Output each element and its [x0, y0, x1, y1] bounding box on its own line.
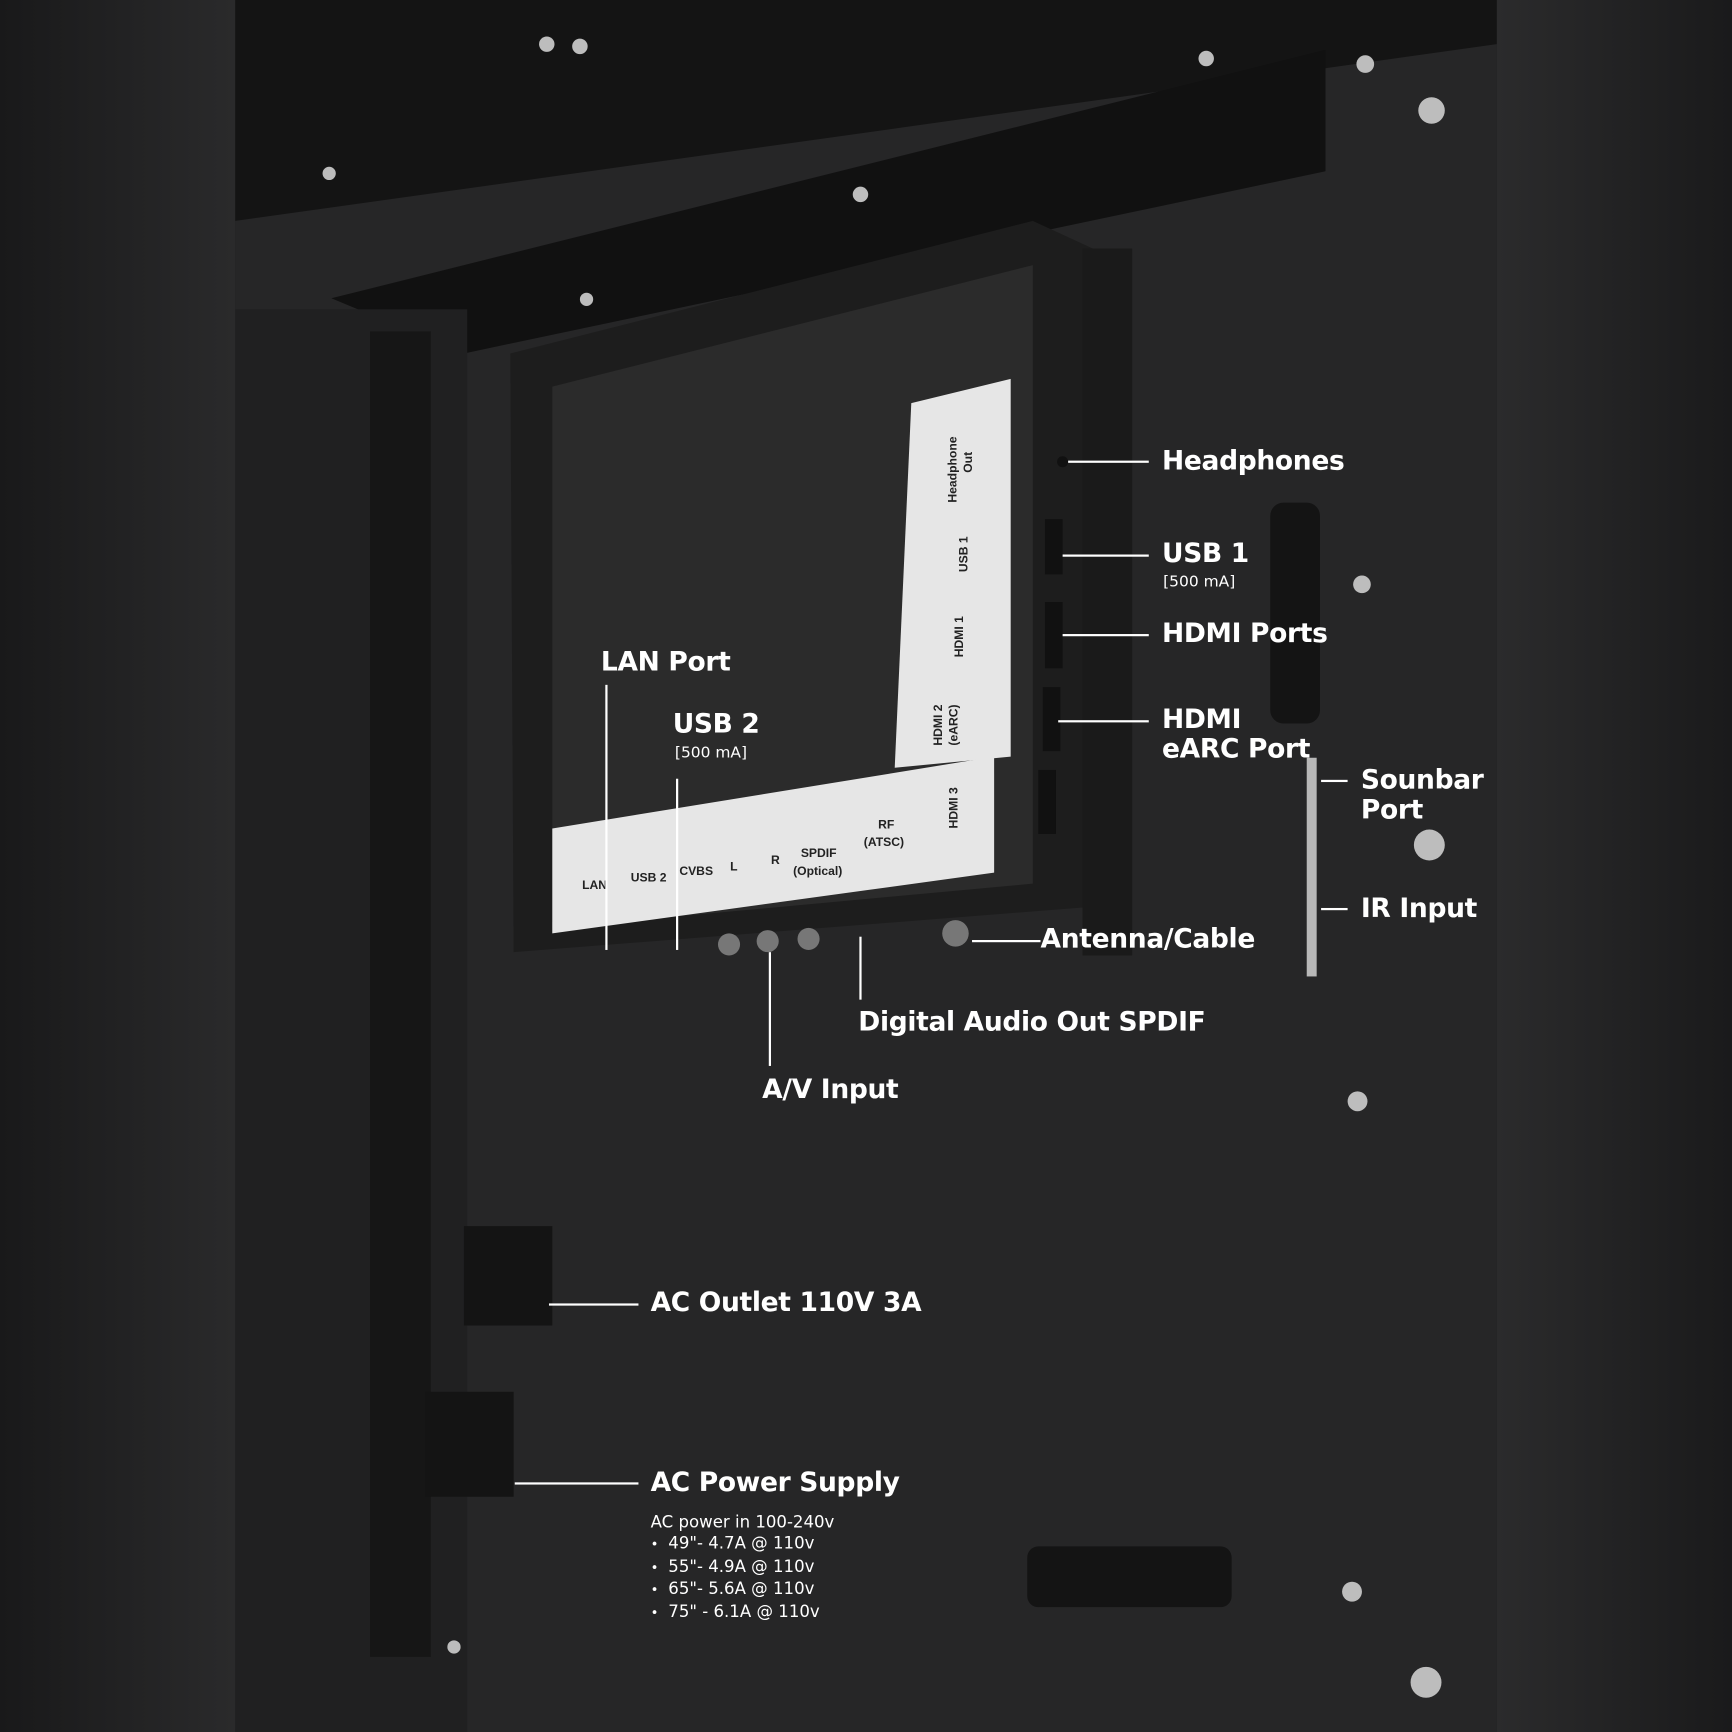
headphone-jack: [1057, 456, 1069, 468]
panel-usb2: USB 2: [631, 870, 667, 884]
side-bracket: [1306, 757, 1317, 977]
callout-usb1-note: [500 mA]: [1163, 573, 1236, 591]
av-leader-line: [768, 952, 772, 1066]
ac-outlet-leader-line: [548, 1303, 639, 1306]
callout-ir-input: IR Input: [1360, 892, 1477, 924]
callout-soundbar-line2: Port: [1360, 794, 1423, 826]
port-label-panel-horizontal: [552, 756, 995, 934]
callout-antenna: Antenna/Cable: [1040, 923, 1256, 955]
panel-usb1: USB 1: [957, 536, 971, 572]
ir-leader-line: [1321, 907, 1348, 911]
panel-cvbs: CVBS: [679, 864, 713, 878]
panel-hdmi2: HDMI 2: [931, 704, 945, 745]
callout-hdmi-earc-line2: eARC Port: [1162, 733, 1311, 765]
panel-rf: RF: [878, 817, 894, 831]
panel-out: Out: [961, 452, 975, 473]
hdmi-ports-leader-line: [1062, 634, 1149, 637]
panel-hdmi3: HDMI 3: [947, 787, 961, 828]
callout-ac-outlet: AC Outlet 110V 3A: [650, 1286, 922, 1318]
ac-power-spec-item: 75" - 6.1A @ 110v: [651, 1601, 819, 1624]
headphones-leader-line: [1068, 460, 1149, 463]
ac-power-spec-item: 65"- 5.6A @ 110v: [651, 1578, 820, 1601]
panel-lan: LAN: [582, 878, 607, 892]
soundbar-leader-line: [1321, 779, 1348, 783]
callout-spdif: Digital Audio Out SPDIF: [858, 1006, 1206, 1038]
callout-headphones: Headphones: [1162, 445, 1345, 477]
port-panel-text: LAN USB 2 CVBS L R SPDIF (Optical) RF (A…: [582, 436, 975, 892]
hdmi-earc-leader-line: [1058, 720, 1149, 723]
antenna-leader-line: [972, 940, 1041, 943]
callout-ac-power: AC Power Supply: [650, 1466, 900, 1498]
callout-usb1: USB 1: [1162, 537, 1249, 569]
ac-power-spec-list: 49"- 4.7A @ 110v 55"- 4.9A @ 110v 65"- 5…: [651, 1533, 820, 1624]
panel-optical: (Optical): [793, 864, 842, 878]
panel-l: L: [730, 859, 738, 873]
ac-power-intro: AC power in 100-240v: [650, 1512, 835, 1533]
callout-hdmi-ports: HDMI Ports: [1162, 617, 1328, 649]
callout-usb2-note: [500 mA]: [674, 744, 748, 763]
callout-soundbar-line1: Sounbar: [1360, 764, 1484, 796]
ac-power-spec-item: 49"- 4.7A @ 110v: [651, 1533, 820, 1556]
usb1-port: [1044, 519, 1063, 575]
panel-hdmi1: HDMI 1: [952, 616, 966, 657]
panel-atsc: (ATSC): [864, 835, 904, 849]
hdmi1-port: [1044, 602, 1063, 669]
hdmi2-port: [1042, 687, 1061, 752]
usb1-leader-line: [1062, 554, 1149, 557]
ac-power-spec-item: 55"- 4.9A @ 110v: [651, 1556, 820, 1579]
callout-hdmi-earc-line1: HDMI: [1162, 703, 1242, 735]
hdmi3-port: [1038, 769, 1056, 834]
callout-usb2: USB 2: [672, 708, 760, 739]
panel-r: R: [771, 853, 780, 867]
panel-spdif: SPDIF: [801, 846, 837, 860]
callout-lan: LAN Port: [600, 646, 731, 678]
ac-power-leader-line: [514, 1482, 639, 1485]
port-label-panel-vertical: [894, 378, 1011, 768]
panel-earc: (eARC): [947, 704, 961, 745]
panel-headphone: Headphone: [946, 436, 960, 502]
ac-outlet: [463, 1226, 553, 1326]
callout-av-input: A/V Input: [762, 1073, 899, 1105]
spdif-leader-line: [859, 936, 862, 1000]
usb2-leader-line: [676, 778, 679, 950]
ac-power-inlet: [425, 1391, 514, 1497]
lan-leader-line: [605, 684, 608, 950]
